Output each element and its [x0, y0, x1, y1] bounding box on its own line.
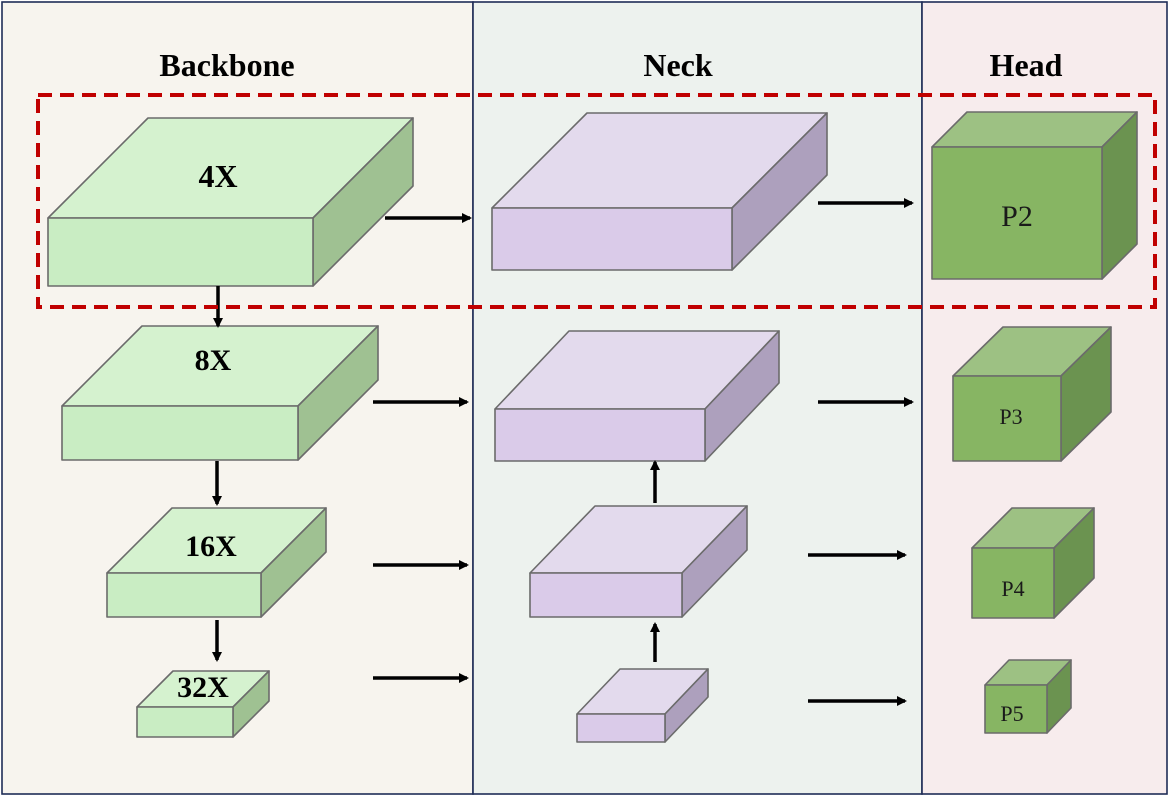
- neck-block-3: [529, 505, 748, 618]
- head-block-label: P2: [1001, 200, 1033, 233]
- box-front-face: [931, 146, 1103, 280]
- backbone-block-32x: 32X: [136, 670, 270, 738]
- box-front-face: [529, 572, 683, 618]
- neck-block-1: [491, 112, 828, 271]
- backbone-block-4x: 4X: [47, 117, 414, 287]
- box-front-face: [984, 684, 1048, 734]
- backbone-title: Backbone: [159, 47, 294, 83]
- head-block-label: P4: [1001, 576, 1024, 601]
- backbone-block-8x: 8X: [61, 325, 379, 461]
- box-front-face: [494, 408, 706, 462]
- backbone-block-label: 32X: [177, 671, 229, 704]
- box-front-face: [952, 375, 1062, 462]
- head-block-p2: P2: [931, 111, 1138, 280]
- p2-highlight-box: [36, 93, 1157, 309]
- head-block-p3: P3: [952, 326, 1112, 462]
- box-front-face: [491, 207, 733, 271]
- box-front-face: [136, 706, 234, 738]
- box-front-face: [576, 713, 666, 743]
- backbone-block-label: 4X: [198, 158, 237, 194]
- neck-title: Neck: [643, 47, 713, 83]
- backbone-block-label: 8X: [195, 344, 232, 377]
- head-block-label: P5: [1000, 701, 1023, 726]
- head-block-label: P3: [999, 404, 1022, 429]
- head-block-p5: P5: [984, 659, 1072, 734]
- backbone-block-16x: 16X: [106, 507, 327, 618]
- box-front-face: [106, 572, 262, 618]
- box-front-face: [971, 547, 1055, 619]
- box-front-face: [61, 405, 299, 461]
- head-block-p4: P4: [971, 507, 1095, 619]
- neck-block-4: [576, 668, 709, 743]
- head-title: Head: [990, 47, 1063, 83]
- box-front-face: [47, 217, 314, 287]
- backbone-block-label: 16X: [185, 530, 237, 563]
- neck-block-2: [494, 330, 780, 462]
